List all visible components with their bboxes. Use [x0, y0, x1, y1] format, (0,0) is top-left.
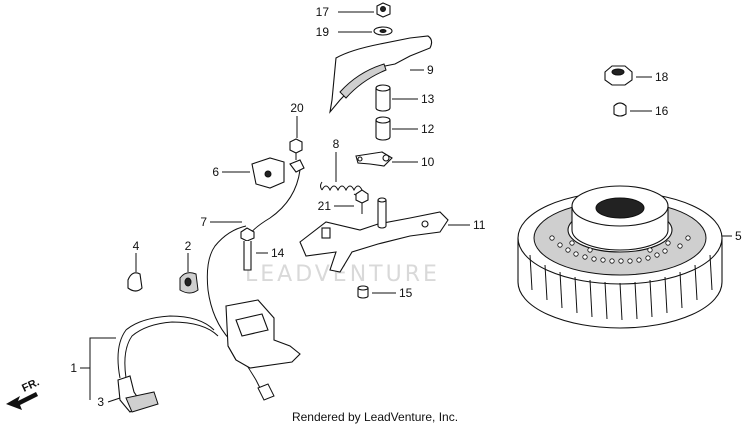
front-direction-label: FR. [20, 376, 41, 394]
callout-6: 6 [212, 165, 219, 179]
pin-15[interactable] [357, 285, 369, 299]
grommet-2[interactable] [179, 272, 199, 294]
callout-10: 10 [421, 155, 435, 169]
spring-8[interactable] [320, 181, 363, 196]
callout-19: 19 [316, 25, 330, 39]
callout-14: 14 [271, 246, 285, 260]
screw-20[interactable] [289, 138, 303, 160]
callout-4: 4 [133, 239, 140, 253]
callout-21: 21 [318, 199, 332, 213]
governor-arm[interactable] [329, 35, 433, 114]
callout-3: 3 [97, 395, 104, 409]
callout-11: 11 [473, 218, 486, 232]
callout-9: 9 [427, 63, 434, 77]
lever-10[interactable] [355, 151, 393, 167]
plug-cap[interactable] [117, 375, 159, 413]
bolt-14[interactable] [240, 227, 255, 271]
callout-13: 13 [421, 92, 435, 106]
callout-12: 12 [421, 122, 435, 136]
callout-15: 15 [399, 286, 413, 300]
callout-5: 5 [735, 229, 742, 243]
callout-1: 1 [70, 361, 77, 375]
callout-2: 2 [185, 239, 192, 253]
callout-20: 20 [290, 101, 304, 115]
ignition-coil[interactable] [117, 299, 301, 379]
flywheel-nut[interactable] [604, 65, 633, 86]
flywheel[interactable] [517, 185, 723, 329]
stop-switch[interactable] [245, 157, 305, 241]
callout-16: 16 [655, 104, 669, 118]
woodruff-key[interactable] [613, 102, 627, 117]
callout-8: 8 [333, 137, 340, 151]
callout-17: 17 [316, 5, 330, 19]
front-direction-arrow: FR. [6, 376, 41, 410]
washer-19[interactable] [373, 26, 393, 36]
callout-7: 7 [200, 215, 207, 229]
sleeve-13[interactable] [375, 84, 391, 112]
sleeve-12[interactable] [375, 116, 391, 141]
bolt-21[interactable] [355, 189, 369, 214]
bracket-11[interactable] [299, 197, 449, 273]
callout-numbers: 17 19 9 13 12 10 8 21 11 15 5 18 16 20 6… [70, 5, 742, 409]
callout-18: 18 [655, 70, 669, 84]
leader-lines [80, 11, 732, 403]
credit-line: Rendered by LeadVenture, Inc. [291, 410, 459, 424]
clip-4[interactable] [127, 272, 143, 292]
nut-17[interactable] [376, 2, 391, 18]
